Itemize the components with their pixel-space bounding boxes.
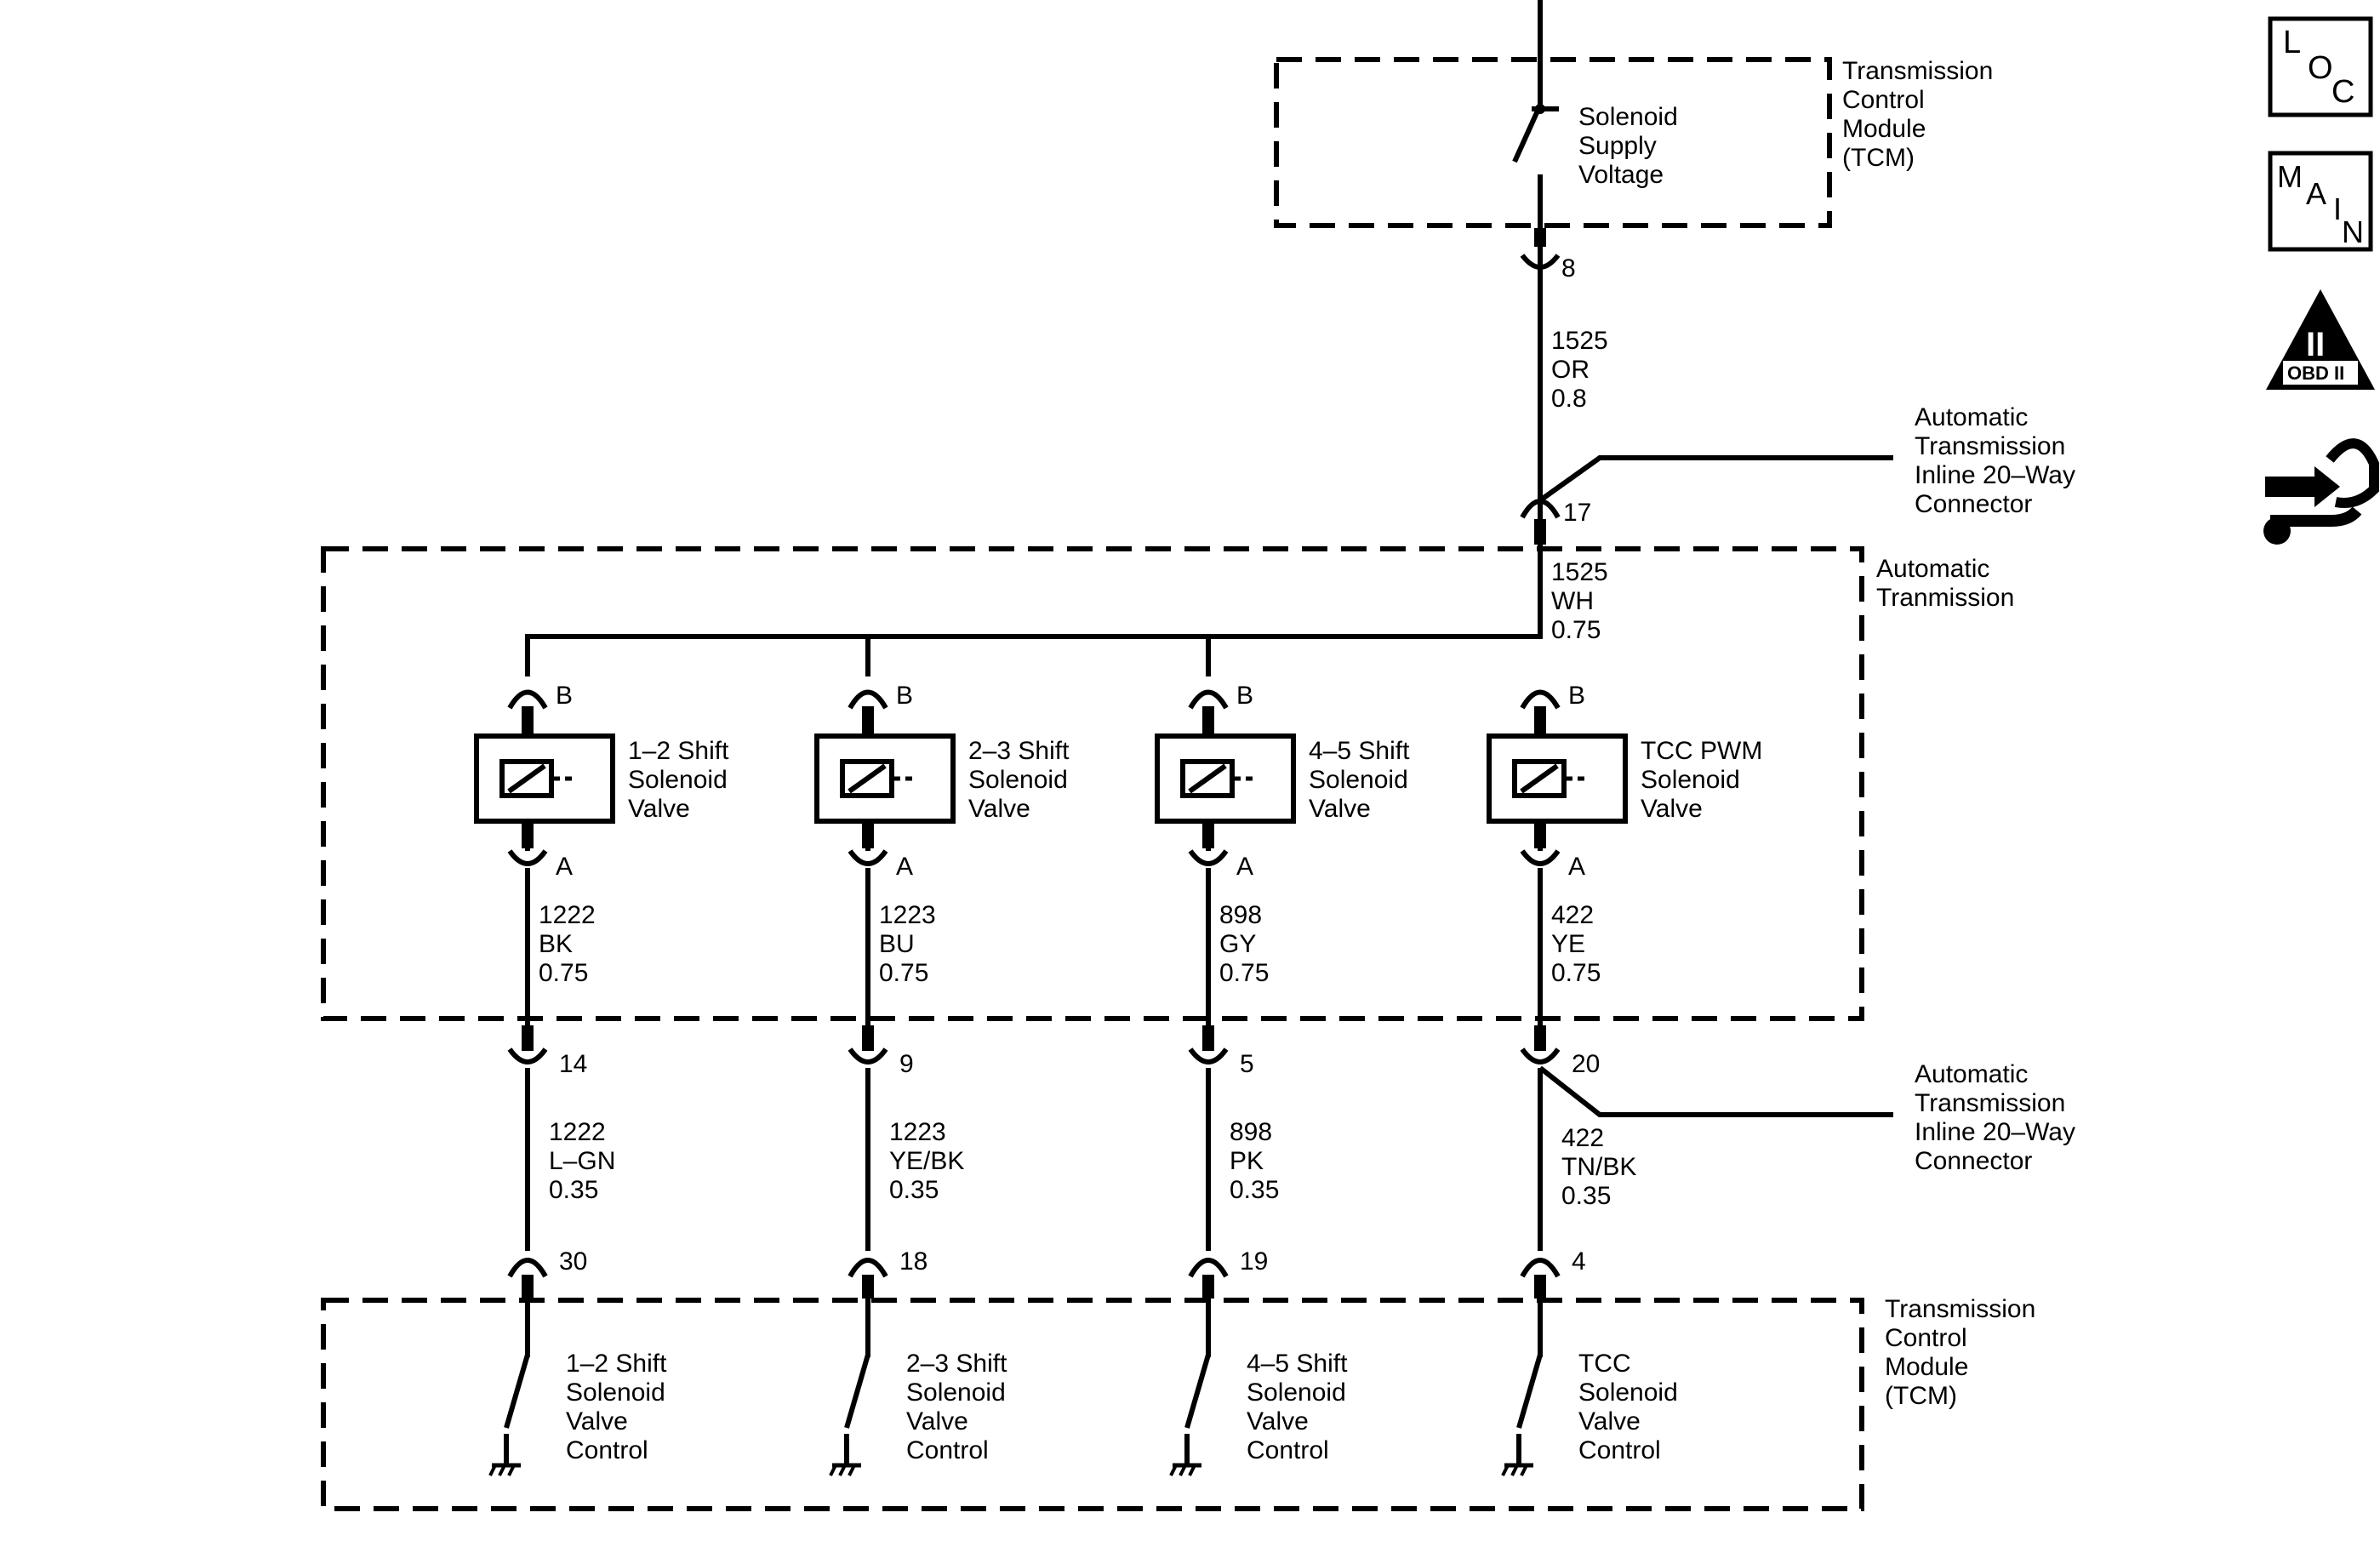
tcm-pin-label: 19 xyxy=(1240,1247,1268,1276)
svg-text:M: M xyxy=(2277,159,2303,194)
pin-a-label: A xyxy=(1236,853,1253,881)
inline-connector-top-leader xyxy=(1538,455,1893,503)
pin-a-label: A xyxy=(556,853,573,881)
switch-to-ground-symbol xyxy=(1169,1354,1211,1476)
supply-wire-label: 1525 OR 0.8 xyxy=(1551,327,1615,413)
inline-connector-bottom-label: Automatic Transmission Inline 20–Way Con… xyxy=(1915,1060,2082,1175)
svg-text:L: L xyxy=(2283,25,2301,60)
solenoid-valve-symbol xyxy=(1487,733,1628,824)
inline-connector-pin xyxy=(507,1025,548,1065)
inline-connector-top-label: Automatic Transmission Inline 20–Way Con… xyxy=(1915,403,2082,518)
loc-icon[interactable]: L O C xyxy=(2268,16,2373,117)
connector-pin-a xyxy=(1520,821,1561,866)
connector-pin-b xyxy=(1520,689,1561,736)
svg-text:OBD II: OBD II xyxy=(2287,362,2344,384)
main-icon[interactable]: M A I N xyxy=(2268,151,2373,252)
bottom-tcm-box xyxy=(321,1298,1864,1511)
inline-connector-bottom-leader xyxy=(1538,1065,1893,1117)
pin-b-label: B xyxy=(1236,682,1253,710)
pin-17-label: 17 xyxy=(1563,499,1591,527)
connector-pin-b xyxy=(507,689,548,736)
svg-text:O: O xyxy=(2308,50,2333,86)
connector-end-view-icon[interactable] xyxy=(2263,438,2379,545)
connector-pin-a xyxy=(848,821,888,866)
svg-text:II: II xyxy=(2306,326,2325,363)
tcm-connector-pin xyxy=(848,1258,888,1299)
connector-pin-b xyxy=(1188,689,1229,736)
tcm-pin-label: 18 xyxy=(899,1247,927,1276)
tcm-connector-pin xyxy=(1188,1258,1229,1299)
transmission-supply-wire-label: 1525 WH 0.75 xyxy=(1551,558,1615,644)
inline-connector-pin xyxy=(848,1025,888,1065)
pin-b-label: B xyxy=(1568,682,1585,710)
inline-pin-label: 9 xyxy=(899,1050,914,1078)
solenoid-valve-symbol xyxy=(474,733,615,824)
pin-a-label: A xyxy=(896,853,913,881)
svg-text:A: A xyxy=(2306,176,2326,211)
tcm-pin-label: 4 xyxy=(1572,1247,1586,1276)
switch-to-ground-symbol xyxy=(488,1354,530,1476)
inline-pin-label: 20 xyxy=(1572,1050,1600,1078)
obd-ii-icon[interactable]: II OBD II xyxy=(2266,289,2375,390)
inline-pin-label: 5 xyxy=(1240,1050,1254,1078)
connector-pin-17 xyxy=(1520,499,1561,545)
tcm-pin-label: 30 xyxy=(559,1247,587,1276)
top-tcm-label: Transmission Control Module (TCM) xyxy=(1842,57,2000,172)
inline-pin-label: 14 xyxy=(559,1050,587,1078)
pin-a-label: A xyxy=(1568,853,1585,881)
top-tcm-box xyxy=(1274,57,1832,228)
solenoid-valve-symbol xyxy=(814,733,956,824)
connector-pin-a xyxy=(1188,821,1229,866)
supply-switch-symbol xyxy=(1512,0,1559,225)
inline-connector-pin xyxy=(1188,1025,1229,1065)
connector-pin-b xyxy=(848,689,888,736)
tcm-connector-pin xyxy=(1520,1258,1561,1299)
svg-text:I: I xyxy=(2333,191,2342,226)
pin-b-label: B xyxy=(896,682,913,710)
tcm-connector-pin xyxy=(507,1258,548,1299)
automatic-transmission-box xyxy=(321,546,1864,1021)
connector-pin-a xyxy=(507,821,548,866)
switch-to-ground-symbol xyxy=(1501,1354,1543,1476)
switch-to-ground-symbol xyxy=(829,1354,870,1476)
bottom-tcm-label: Transmission Control Module (TCM) xyxy=(1885,1295,2043,1410)
connector-pin-8 xyxy=(1520,228,1561,270)
svg-text:C: C xyxy=(2331,74,2354,110)
solenoid-valve-symbol xyxy=(1155,733,1296,824)
pin-b-label: B xyxy=(556,682,573,710)
automatic-transmission-label: Automatic Tranmission xyxy=(1876,555,2014,612)
pin-8-label: 8 xyxy=(1561,254,1576,283)
supply-voltage-label: Solenoid Supply Voltage xyxy=(1578,103,1685,189)
inline-connector-pin xyxy=(1520,1025,1561,1065)
svg-text:N: N xyxy=(2342,214,2364,249)
